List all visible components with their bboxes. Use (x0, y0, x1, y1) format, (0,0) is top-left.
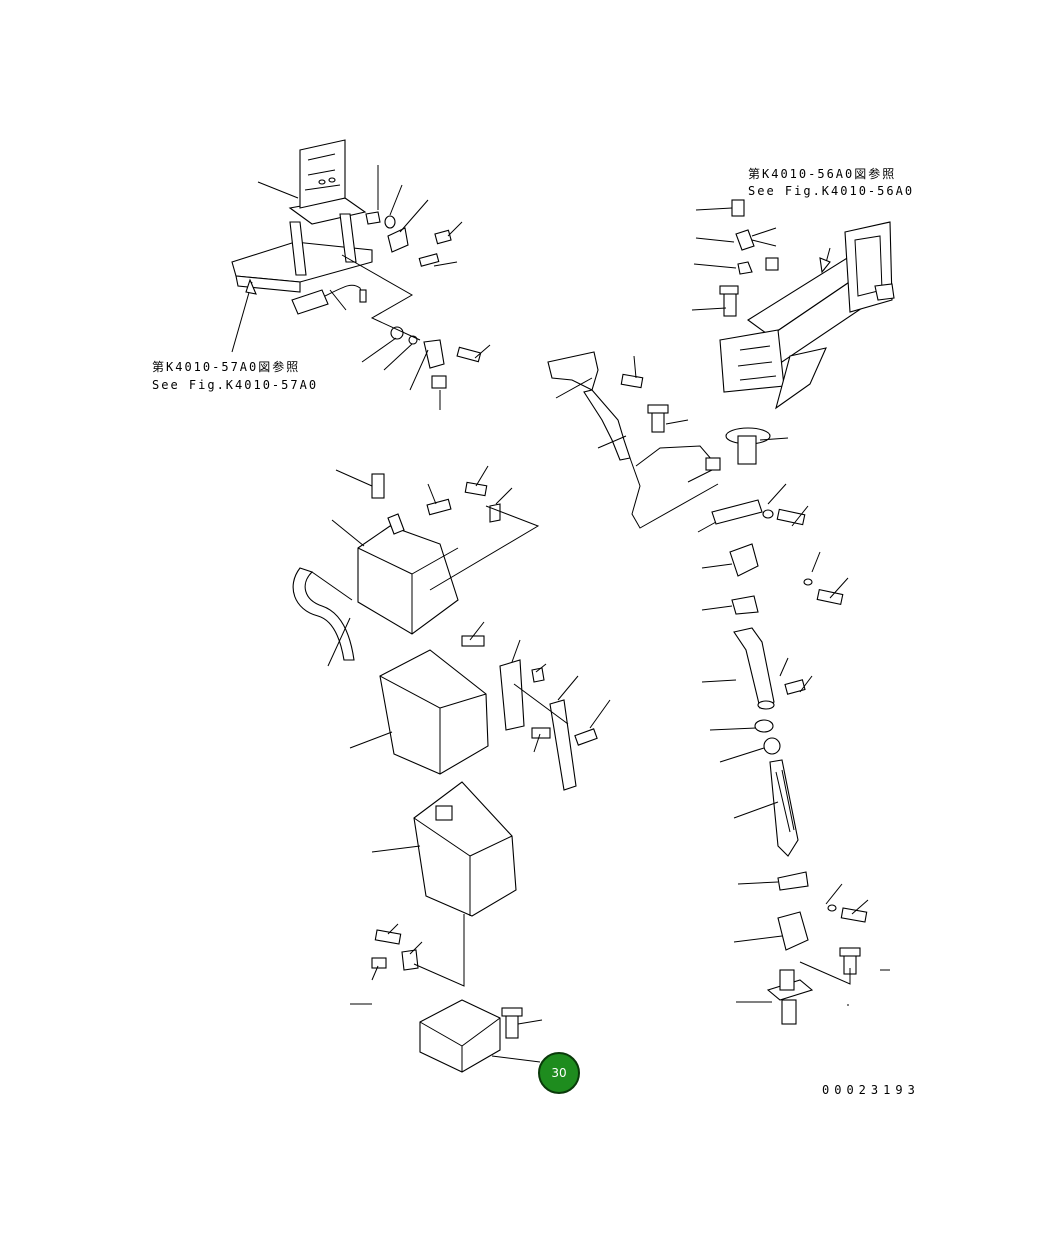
right-leader-lines (555, 207, 890, 1003)
part-callout-30[interactable]: 30 (538, 1052, 580, 1094)
upper-cover (357, 473, 501, 635)
reference-label-k4010-57a0-en: See Fig.K4010-57A0 (152, 378, 319, 392)
console-frame-assembly (719, 221, 895, 410)
top-left-leader-lines (231, 165, 491, 410)
frame-bracket-assembly (231, 139, 373, 293)
drawing-number: 00023193 (822, 1083, 920, 1097)
reference-label-k4010-56a0-jp: 第K4010-56A0図参照 (748, 167, 897, 181)
shift-lever (547, 351, 721, 529)
center-leader-lines (327, 465, 611, 1025)
lower-cover (371, 781, 517, 987)
console-top-hardware (719, 199, 779, 317)
reference-label-k4010-57a0-jp: 第K4010-57A0図参照 (152, 360, 301, 374)
callout-number: 30 (551, 1066, 567, 1080)
frame-hardware (291, 211, 452, 315)
bottom-plate (419, 999, 541, 1073)
air-hose (292, 567, 355, 661)
lower-bracket-hardware (390, 326, 482, 389)
pivot-and-link-parts (711, 427, 844, 615)
steering-shaft-parts (733, 627, 868, 1025)
middle-cover (379, 635, 598, 791)
reference-label-k4010-56a0-en: See Fig.K4010-56A0 (748, 184, 915, 198)
